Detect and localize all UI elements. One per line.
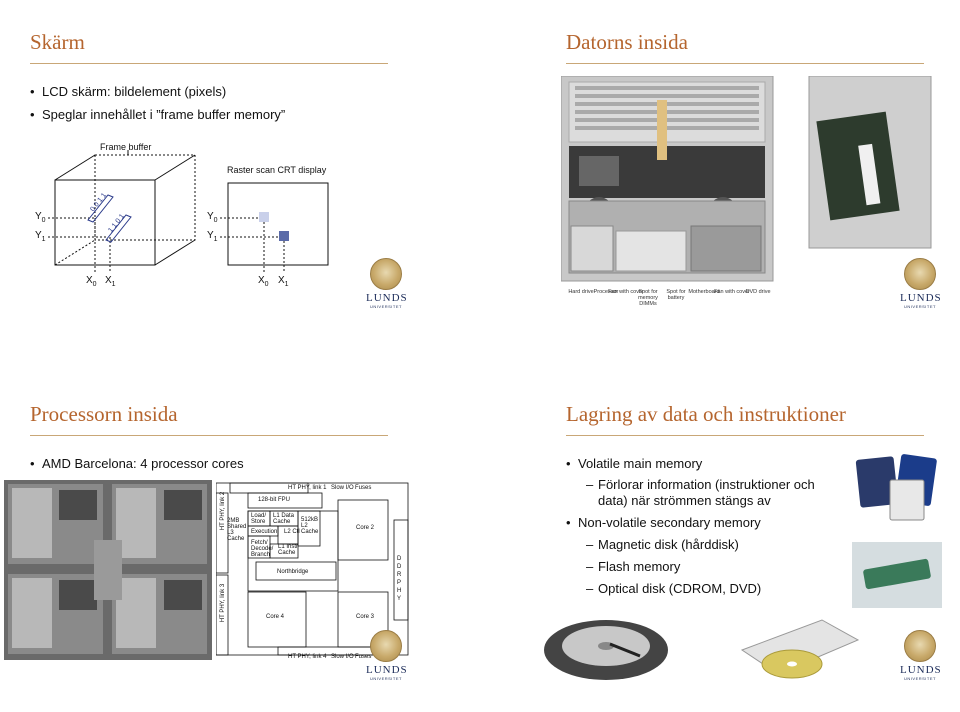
bullet-item: •AMD Barcelona: 4 processor cores <box>30 456 244 471</box>
slide-processorn-insida: Processorn insida •AMD Barcelona: 4 proc… <box>0 372 470 712</box>
lunds-logo: LUNDS UNIVERSITET <box>366 630 408 681</box>
die-photo <box>4 480 212 660</box>
y1-label: Y1 <box>35 230 46 243</box>
label-fan-cover-2: Fan with cover <box>714 289 750 295</box>
bullet-item: •LCD skärm: bildelement (pixels) <box>30 84 227 99</box>
chip-ht3: HT PHY, link 3 <box>220 583 227 623</box>
seal-icon <box>904 258 936 290</box>
logo-subtext: UNIVERSITET <box>370 304 402 309</box>
frame-buffer-diagram <box>48 150 329 272</box>
bullet-text: Speglar innehållet i ”frame buffer memor… <box>42 107 286 122</box>
bullet-text: AMD Barcelona: 4 processor cores <box>42 456 244 471</box>
slide-title: Lagring av data och instruktioner <box>566 402 846 426</box>
label-dvd-drive: DVD drive <box>745 289 771 295</box>
chip-fpu: 128-bit FPU <box>258 497 291 503</box>
frame-buffer-label: Frame buffer <box>100 142 152 152</box>
label-memory-dimms: Spot for memory DIMMs <box>638 289 658 307</box>
lunds-logo: LUNDS UNIVERSITET <box>366 258 408 309</box>
laptop-interior-photo <box>561 76 932 282</box>
hard-disk-image <box>544 620 668 680</box>
title-rule <box>30 63 388 64</box>
sub-text: Förlorar information (instruktioner och <box>598 477 815 492</box>
y0-label-crt: Y0 <box>207 211 218 224</box>
slide-title: Skärm <box>30 30 85 54</box>
slide-skarm: Skärm •LCD skärm: bildelement (pixels) •… <box>0 0 470 340</box>
chip-core4: Core 4 <box>266 614 285 620</box>
chip-core2: Core 2 <box>356 525 375 531</box>
chip-ht4: HT PHY, link 4 <box>288 654 327 660</box>
bullet-text: Volatile main memory <box>578 456 703 471</box>
title-rule <box>566 63 924 64</box>
chip-fuses4: Fuses <box>355 654 372 660</box>
chip-slow1: Slow I/O <box>331 485 354 491</box>
flash-drive-image <box>852 542 942 608</box>
logo-text: LUNDS <box>900 292 942 304</box>
title-rule <box>30 435 388 436</box>
label-motherboard: Motherboard <box>688 289 720 295</box>
chip-l3: 2MB Shared L3 Cache <box>227 518 247 542</box>
logo-text: LUNDS <box>366 664 408 676</box>
slide-datorns-insida: Datorns insida Hard drive Processor Fan … <box>536 0 960 340</box>
logo-subtext: UNIVERSITET <box>904 304 936 309</box>
slide-title: Processorn insida <box>30 402 178 426</box>
chip-ls: Load/ Store <box>251 513 267 525</box>
x1-label-crt: X1 <box>278 275 289 288</box>
chip-l1d: L1 Data Cache <box>273 513 295 525</box>
sub-text: Magnetic disk (hårddisk) <box>598 537 739 552</box>
label-processor: Processor <box>593 289 619 295</box>
bullet-text: LCD skärm: bildelement (pixels) <box>42 84 227 99</box>
sub-item: –Optical disk (CDROM, DVD) <box>586 581 762 596</box>
title-rule <box>566 435 924 436</box>
chip-l1i: L1 Instr Cache <box>278 544 299 556</box>
label-fan-cover-1: Fan with cover <box>608 289 644 295</box>
logo-text: LUNDS <box>900 664 942 676</box>
crt-label: Raster scan CRT display <box>227 165 327 175</box>
chip-fetch: Fetch/ Decode/ Branch <box>251 540 274 558</box>
chip-ht1: HT PHY, link 1 <box>288 485 327 491</box>
chip-fuses1: Fuses <box>355 485 372 491</box>
label-battery: Spot for battery <box>666 289 686 301</box>
chip-l2: 512kB L2 Cache <box>301 517 319 535</box>
chip-ht2: HT PHY, link 2 <box>220 491 227 531</box>
chip-northbridge: Northbridge <box>277 569 309 575</box>
bullet-item: •Speglar innehållet i ”frame buffer memo… <box>30 107 286 122</box>
bullet-text: Non-volatile secondary memory <box>578 515 761 530</box>
sub-text: Optical disk (CDROM, DVD) <box>598 581 762 596</box>
optical-drive-image <box>740 619 860 679</box>
chip-slow4: Slow I/O <box>331 654 354 660</box>
chip-exec: Execution <box>251 529 278 535</box>
pixel-light <box>259 212 269 222</box>
bullet-item: •Volatile main memory <box>566 456 703 471</box>
sub-item: –Flash memory <box>586 559 681 574</box>
x0-label: X0 <box>86 275 97 288</box>
chip-l2ctl: L2 Ctl <box>284 529 300 535</box>
label-hard-drive: Hard drive <box>568 289 594 295</box>
seal-icon <box>904 630 936 662</box>
pixel-dark <box>279 231 289 241</box>
x1-label: X1 <box>105 275 116 288</box>
chip-floorplan <box>216 482 409 656</box>
slide-lagring: Lagring av data och instruktioner •Volat… <box>536 372 960 712</box>
logo-subtext: UNIVERSITET <box>370 676 402 681</box>
slide-title: Datorns insida <box>566 30 688 54</box>
logo-text: LUNDS <box>366 292 408 304</box>
logo-subtext: UNIVERSITET <box>904 676 936 681</box>
chip-ddr: D D R P H Y <box>397 556 402 602</box>
x0-label-crt: X0 <box>258 275 269 288</box>
seal-icon <box>370 630 402 662</box>
seal-icon <box>370 258 402 290</box>
sub-item: –Förlorar information (instruktioner och <box>586 477 815 492</box>
bullet-item: •Non-volatile secondary memory <box>566 515 761 530</box>
y0-label: Y0 <box>35 211 46 224</box>
memory-cards-image <box>855 454 937 521</box>
lunds-logo: LUNDS UNIVERSITET <box>900 630 942 681</box>
sub-item: –Magnetic disk (hårddisk) <box>586 537 739 552</box>
y1-label-crt: Y1 <box>207 230 218 243</box>
sub-text: Flash memory <box>598 559 681 574</box>
sub-item-cont: data) när strömmen stängs av <box>598 493 771 508</box>
chip-core3: Core 3 <box>356 614 375 620</box>
lunds-logo: LUNDS UNIVERSITET <box>900 258 942 309</box>
